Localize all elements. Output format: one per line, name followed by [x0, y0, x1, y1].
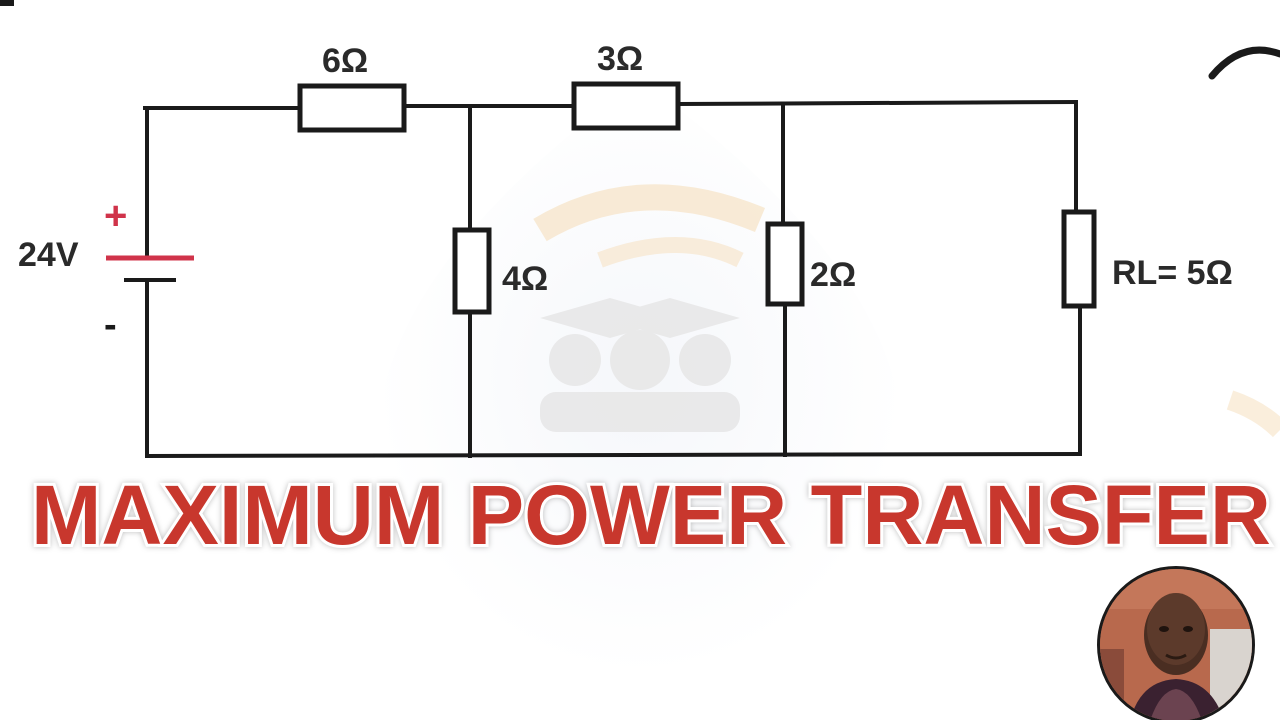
label-4ohm: 4Ω [502, 260, 549, 298]
label-source-voltage: 24V [18, 236, 79, 274]
resistor-4ohm [452, 227, 492, 315]
partial-arc-icon [1208, 46, 1280, 80]
label-6ohm: 6Ω [322, 42, 369, 80]
wire-bottom [144, 451, 1083, 459]
corner-marker [0, 0, 14, 6]
resistor-3ohm [571, 81, 681, 131]
resistor-2ohm [765, 221, 805, 307]
resistor-load [1061, 209, 1097, 309]
label-minus-sign: - [104, 304, 117, 346]
label-load-resistor: RL= 5Ω [1112, 254, 1233, 292]
wire-top-right [675, 99, 1079, 107]
presenter-avatar [1097, 566, 1255, 720]
presenter-photo [1100, 569, 1252, 720]
label-3ohm: 3Ω [597, 40, 644, 78]
label-2ohm: 2Ω [810, 256, 857, 294]
title-text: MAXIMUM POWER TRANSFER [31, 468, 1271, 562]
title-banner: MAXIMUM POWER TRANSFER [22, 465, 1280, 566]
label-plus-sign: + [104, 194, 128, 238]
resistor-6ohm [297, 83, 407, 133]
